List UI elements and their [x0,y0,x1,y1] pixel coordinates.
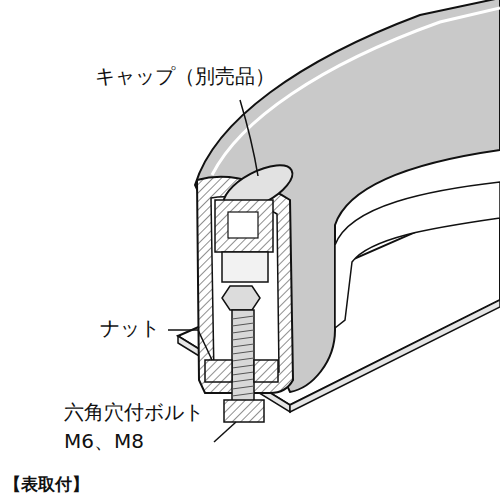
thread-stroke [232,393,254,396]
thread-stroke [232,337,254,340]
thread-stroke [232,323,254,326]
thread-stroke [232,344,254,347]
thread-stroke [232,386,254,389]
thread-stroke [232,330,254,333]
thread-stroke [232,372,254,375]
thread-stroke [232,351,254,354]
part-label: 六角穴付ボルト M6、M8 [64,398,224,456]
nut [205,360,278,382]
part-label: ナット [100,314,160,343]
part-label: キャップ（別売品） [95,62,275,91]
thread-stroke [232,365,254,368]
leader-line [168,330,212,360]
leader-line [240,100,258,176]
thread-stroke [232,379,254,382]
caption: 【表取付】 [4,472,89,497]
thread-stroke [232,358,254,361]
thread-stroke [232,316,254,319]
leader-line [214,422,236,442]
